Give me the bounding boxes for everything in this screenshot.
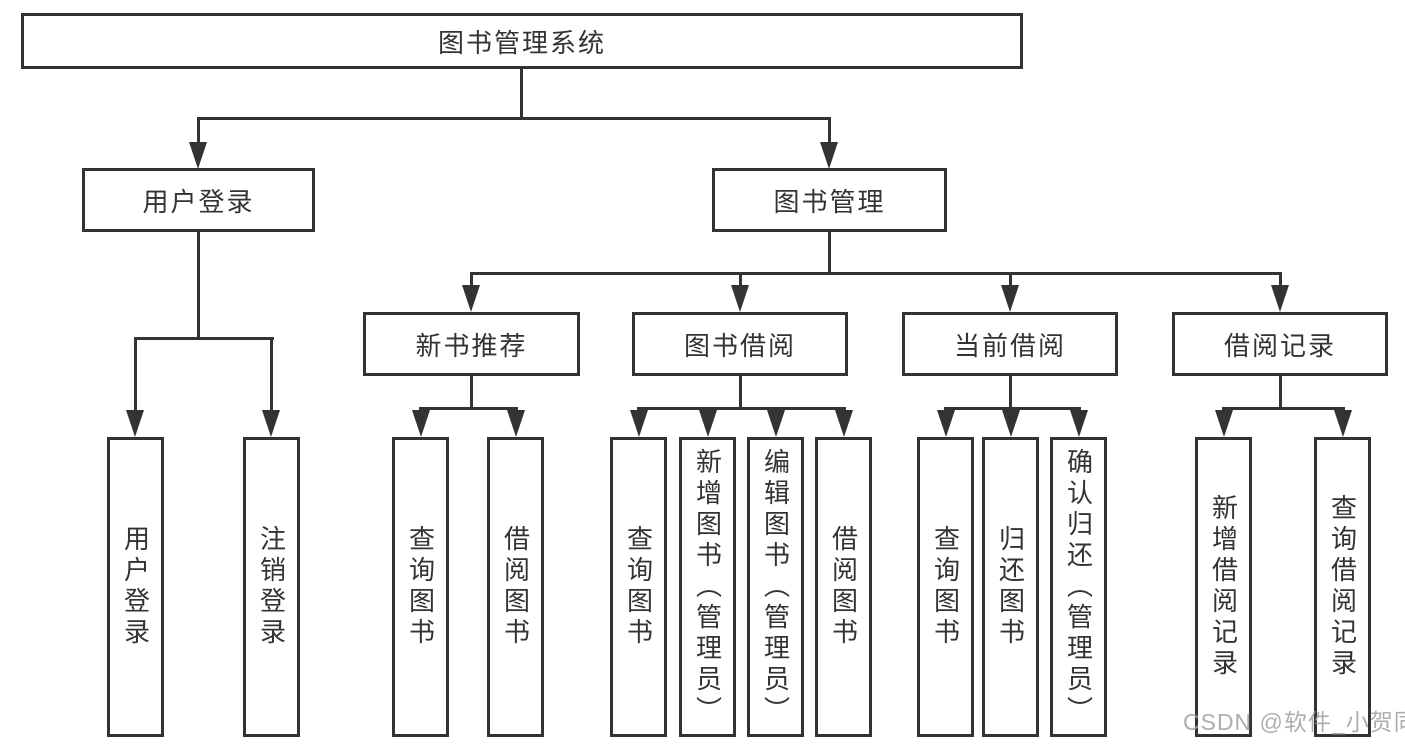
arrowhead-down-icon — [1334, 410, 1352, 437]
arrowhead-down-icon — [189, 142, 207, 169]
leaf-query-books-current: 查询图书 — [917, 437, 974, 737]
arrowhead-down-icon — [820, 142, 838, 169]
leaf-logout: 注销登录 — [243, 437, 300, 737]
arrowhead-down-icon — [507, 410, 525, 437]
leaf-edit-books-admin: 编辑图书（管理员） — [747, 437, 804, 737]
connector-line — [419, 407, 518, 410]
leaf-query-books-borrow: 查询图书 — [610, 437, 667, 737]
node-user-login: 用户登录 — [82, 168, 315, 232]
leaf-return-books: 归还图书 — [982, 437, 1039, 737]
connector-line — [637, 407, 846, 410]
arrowhead-down-icon — [1002, 410, 1020, 437]
arrowhead-down-icon — [262, 410, 280, 437]
connector-line — [739, 272, 742, 290]
node-current-borrowing: 当前借阅 — [902, 312, 1118, 376]
leaf-query-books-recommend: 查询图书 — [392, 437, 449, 737]
leaf-user-login: 用户登录 — [107, 437, 164, 737]
connector-line — [1279, 272, 1282, 290]
node-book-management: 图书管理 — [712, 168, 947, 232]
arrowhead-down-icon — [767, 410, 785, 437]
node-library-system: 图书管理系统 — [21, 13, 1023, 69]
arrowhead-down-icon — [731, 285, 749, 312]
connector-line — [1009, 272, 1012, 290]
arrowhead-down-icon — [937, 410, 955, 437]
arrowhead-down-icon — [630, 410, 648, 437]
connector-line — [134, 337, 274, 340]
leaf-add-borrow-record: 新增借阅记录 — [1195, 437, 1252, 737]
arrowhead-down-icon — [462, 285, 480, 312]
connector-line — [1009, 376, 1012, 409]
arrowhead-down-icon — [1271, 285, 1289, 312]
leaf-add-books-admin: 新增图书（管理员） — [679, 437, 736, 737]
connector-line — [197, 117, 830, 120]
connector-line — [470, 272, 1282, 275]
connector-line — [470, 272, 473, 290]
connector-line — [197, 117, 200, 147]
connector-line — [520, 69, 523, 117]
connector-line — [828, 232, 831, 275]
connector-line — [944, 407, 1081, 410]
connector-line — [197, 232, 200, 340]
connector-line — [1279, 376, 1282, 409]
arrowhead-down-icon — [412, 410, 430, 437]
node-new-book-recommendation: 新书推荐 — [363, 312, 580, 376]
arrowhead-down-icon — [1070, 410, 1088, 437]
arrowhead-down-icon — [126, 410, 144, 437]
node-borrowing-records: 借阅记录 — [1172, 312, 1388, 376]
node-book-borrowing: 图书借阅 — [632, 312, 848, 376]
arrowhead-down-icon — [835, 410, 853, 437]
connector-line — [134, 337, 137, 415]
connector-line — [470, 376, 473, 409]
connector-line — [828, 117, 831, 147]
leaf-query-borrow-record: 查询借阅记录 — [1314, 437, 1371, 737]
leaf-borrow-books-recommend: 借阅图书 — [487, 437, 544, 737]
leaf-confirm-return-admin: 确认归还（管理员） — [1050, 437, 1107, 737]
arrowhead-down-icon — [1001, 285, 1019, 312]
connector-line — [1222, 407, 1345, 410]
connector-line — [270, 337, 273, 415]
csdn-watermark: CSDN @软件_小贺同学 — [1183, 709, 1405, 735]
arrowhead-down-icon — [699, 410, 717, 437]
leaf-borrow-books: 借阅图书 — [815, 437, 872, 737]
connector-line — [739, 376, 742, 409]
arrowhead-down-icon — [1215, 410, 1233, 437]
